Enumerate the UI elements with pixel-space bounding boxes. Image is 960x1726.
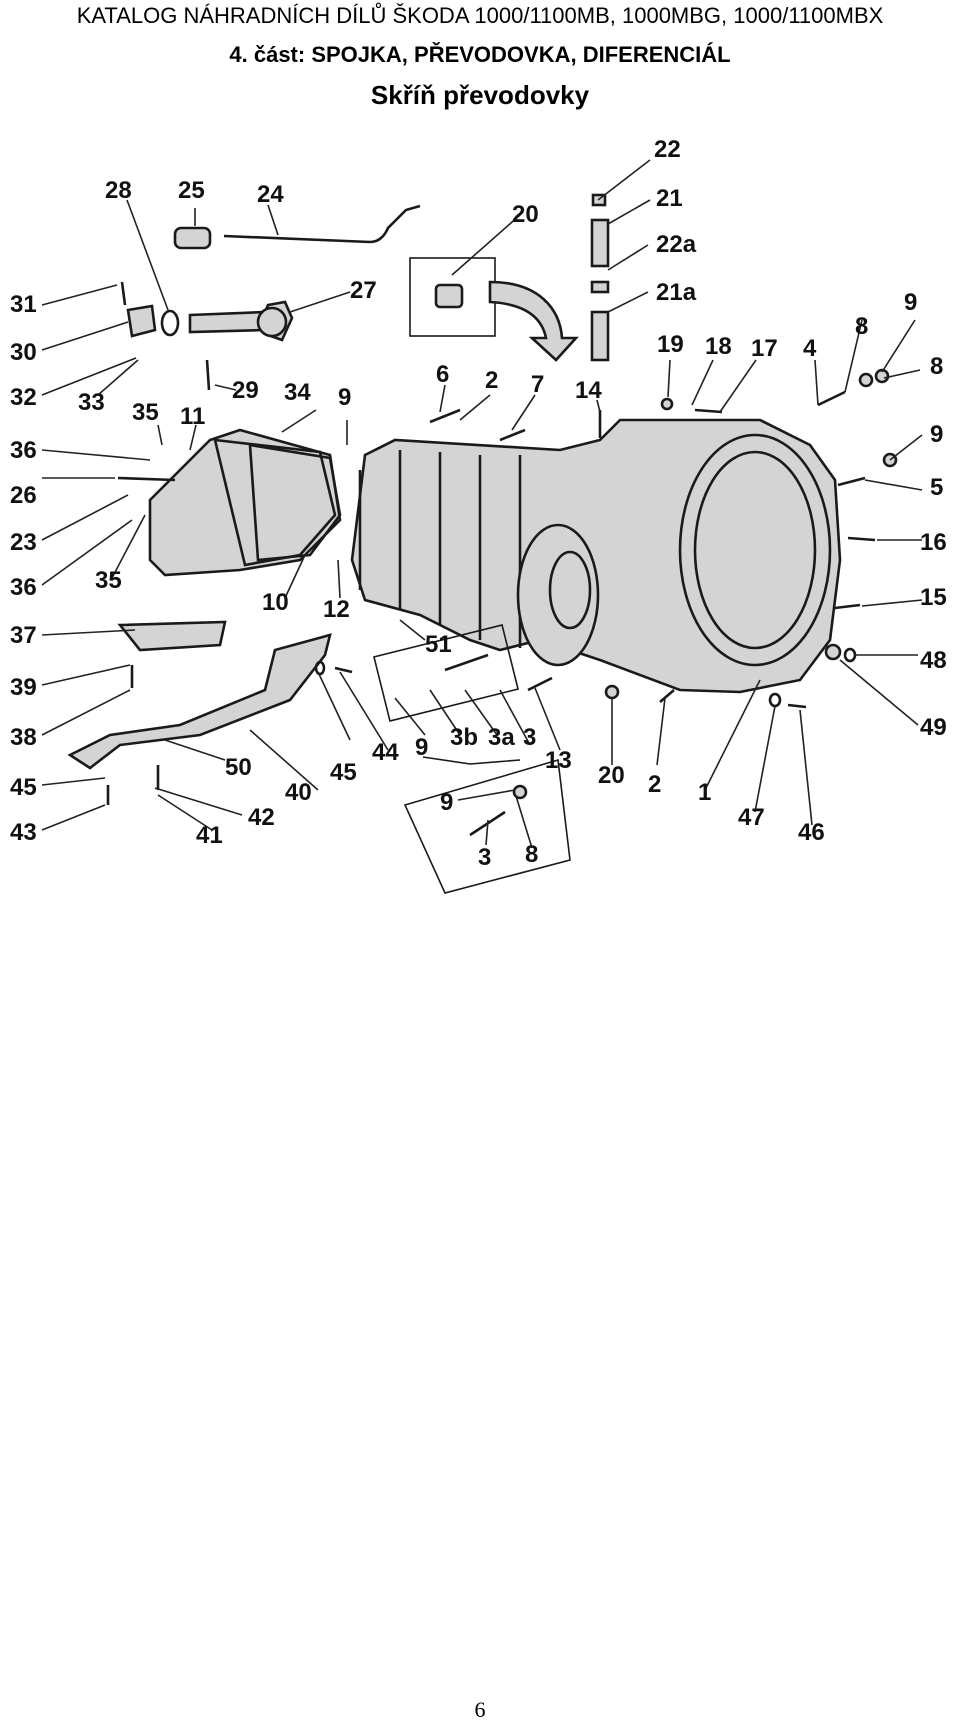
callout-label: 43 xyxy=(10,819,37,846)
callout-label: 22a xyxy=(656,231,697,258)
callout-label: 33 xyxy=(78,389,105,416)
callout-label: 20 xyxy=(512,201,539,228)
callout-label: 18 xyxy=(705,333,732,360)
callout-label: 10 xyxy=(262,589,289,616)
callout-label: 12 xyxy=(323,596,350,623)
callout-label: 3 xyxy=(478,844,491,871)
callout-label: 21a xyxy=(656,279,697,306)
callout-label: 39 xyxy=(10,674,37,701)
callout-label: 41 xyxy=(196,822,223,849)
callout-label: 35 xyxy=(95,567,122,594)
callout-label: 9 xyxy=(440,789,453,816)
callout-label: 44 xyxy=(372,739,399,766)
callout-label: 24 xyxy=(257,181,284,208)
callout-label: 38 xyxy=(10,724,37,751)
callout-label: 34 xyxy=(284,379,311,406)
callout-label: 3 xyxy=(523,724,536,751)
callout-label: 8 xyxy=(525,841,538,868)
callout-labels: 22 21 22a 21a 20 28 25 24 27 31 30 32 33… xyxy=(10,136,947,871)
callout-label: 22 xyxy=(654,136,681,163)
callout-label: 1 xyxy=(698,779,711,806)
callout-label: 25 xyxy=(178,177,205,204)
callout-label: 11 xyxy=(180,403,205,430)
callout-label: 6 xyxy=(436,361,449,388)
callout-label: 37 xyxy=(10,622,37,649)
callout-label: 28 xyxy=(105,177,132,204)
callout-label: 27 xyxy=(350,277,377,304)
callout-label: 14 xyxy=(575,377,602,404)
callout-label: 13 xyxy=(545,747,572,774)
section-title: 4. část: SPOJKA, PŘEVODOVKA, DIFERENCIÁL xyxy=(229,42,731,67)
callout-label: 9 xyxy=(930,421,943,448)
callout-label: 45 xyxy=(10,774,37,801)
callout-label: 9 xyxy=(904,289,917,316)
callout-label: 9 xyxy=(415,734,428,761)
callout-label: 3a xyxy=(488,724,515,751)
callout-label: 2 xyxy=(648,771,661,798)
callout-label: 40 xyxy=(285,779,312,806)
callout-label: 9 xyxy=(338,384,351,411)
callout-label: 5 xyxy=(930,474,943,501)
callout-label: 51 xyxy=(425,631,452,658)
callout-label: 3b xyxy=(450,724,478,751)
callout-label: 23 xyxy=(10,529,37,556)
callout-label: 8 xyxy=(855,313,868,340)
callout-label: 50 xyxy=(225,754,252,781)
page-number: 6 xyxy=(474,1697,486,1722)
callout-label: 2 xyxy=(485,367,498,394)
callout-label: 4 xyxy=(803,335,817,362)
callout-label: 49 xyxy=(920,714,947,741)
leader-lines xyxy=(41,159,923,849)
callout-label: 36 xyxy=(10,437,37,464)
callout-label: 8 xyxy=(930,353,943,380)
callout-label: 47 xyxy=(738,804,765,831)
callout-label: 48 xyxy=(920,647,947,674)
callout-label: 46 xyxy=(798,819,825,846)
callout-label: 45 xyxy=(330,759,357,786)
parts-illustration xyxy=(67,193,898,894)
callout-label: 21 xyxy=(656,185,683,212)
callout-label: 16 xyxy=(920,529,947,556)
callout-label: 32 xyxy=(10,384,37,411)
callout-label: 31 xyxy=(10,291,37,318)
callout-label: 30 xyxy=(10,339,37,366)
callout-label: 20 xyxy=(598,762,625,789)
callout-label: 7 xyxy=(531,371,544,398)
page-heading: Skříň převodovky xyxy=(370,80,590,110)
callout-label: 26 xyxy=(10,482,37,509)
callout-label: 35 xyxy=(132,399,159,426)
callout-label: 15 xyxy=(920,584,947,611)
callout-label: 42 xyxy=(248,804,275,831)
gearbox-exploded-diagram: 22 21 22a 21a 20 28 25 24 27 31 30 32 33… xyxy=(10,136,947,894)
callout-label: 17 xyxy=(751,335,778,362)
callout-label: 29 xyxy=(232,377,259,404)
callout-label: 36 xyxy=(10,574,37,601)
callout-label: 19 xyxy=(657,331,684,358)
catalog-title: KATALOG NÁHRADNÍCH DÍLŮ ŠKODA 1000/1100M… xyxy=(76,3,884,28)
